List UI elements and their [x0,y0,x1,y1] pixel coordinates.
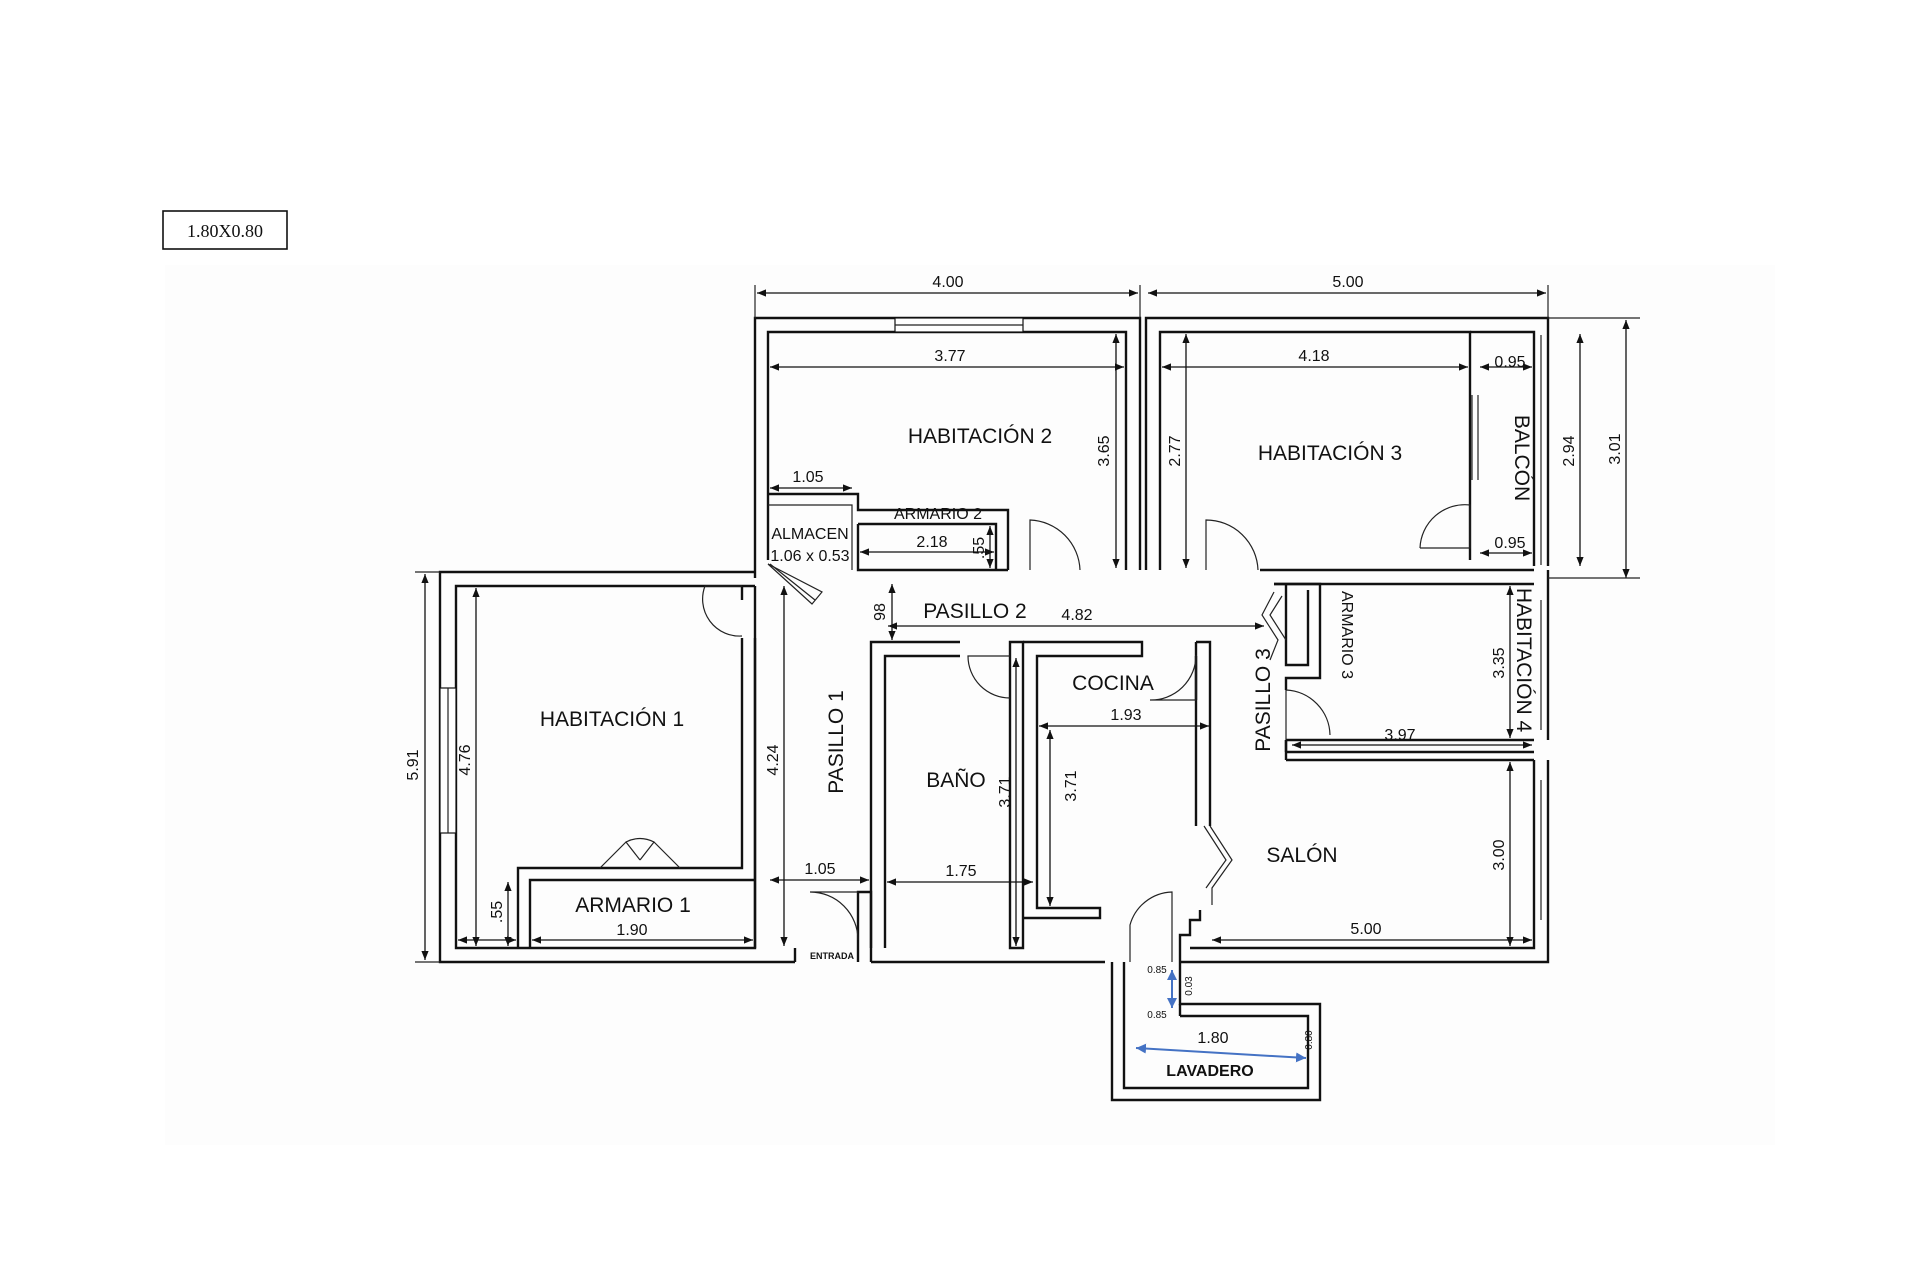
dim-lavadero-width: 1.80 [1197,1030,1228,1047]
room-salon: SALÓN [1266,844,1337,867]
dim-bano-height: 3.71 [997,776,1014,807]
dim-salon-height: 3.00 [1491,839,1508,870]
dim-pasillo1-width: 1.05 [804,861,835,878]
room-pasillo-1: PASILLO 1 [825,690,848,794]
dim-lavadero-depth: 0.80 [1304,1030,1315,1050]
room-habitacion-2: HABITACIÓN 2 [908,425,1052,448]
scale-box: 1.80X0.80 [162,210,288,250]
dimension-lines [415,285,1640,1063]
dim-pasillo2-depth: 98 [872,603,889,621]
dim-bano-width: 1.75 [945,863,976,880]
room-habitacion-3: HABITACIÓN 3 [1258,442,1402,465]
walls [438,316,1550,1102]
dim-h4-height: 3.35 [1491,647,1508,678]
dim-balcon-top: 0.95 [1494,354,1525,371]
dim-h1-height: 4.76 [457,744,474,775]
dim-h2-width: 3.77 [934,348,965,365]
dim-armario1-width: 1.90 [616,922,647,939]
dim-armario1-depth: .55 [489,901,506,923]
room-almacen: ALMACEN [771,526,848,543]
dim-armario2-width: 2.18 [916,534,947,551]
dim-pasillo1-height: 4.24 [765,744,782,775]
dim-armario2-depth: .55 [971,537,988,559]
dim-right-total: 3.01 [1607,433,1624,464]
dim-h2-height: 3.65 [1096,435,1113,466]
dim-balcon-height: 2.94 [1561,435,1578,466]
dim-h3-width: 4.18 [1298,348,1329,365]
room-pasillo-3: PASILLO 3 [1252,648,1275,752]
dim-pasillo2-width: 4.82 [1061,607,1092,624]
room-balcon: BALCÓN [1510,415,1533,501]
room-cocina: COCINA [1072,672,1154,695]
room-armario-2: ARMARIO 2 [894,506,982,523]
dim-lav-b: 0.85 [1147,1010,1167,1021]
room-bano: BAÑO [926,768,986,792]
dim-lav-a: 0.85 [1147,965,1167,976]
dim-top-left: 4.00 [932,274,963,291]
labels: HABITACIÓN 2 HABITACIÓN 3 HABITACIÓN 1 B… [405,274,1624,1080]
dim-left-total: 5.91 [405,749,422,780]
dim-cocina-width: 1.93 [1110,707,1141,724]
doors [702,504,1471,962]
dim-balcon-bottom: 0.95 [1494,535,1525,552]
room-pasillo-2: PASILLO 2 [923,600,1027,623]
label-entrada: ENTRADA [810,951,854,961]
room-habitacion-1: HABITACIÓN 1 [540,708,684,731]
dim-h3-height: 2.77 [1167,435,1184,466]
room-lavadero: LAVADERO [1166,1063,1253,1080]
room-armario-3: ARMARIO 3 [1338,591,1355,679]
scale-box-label: 1.80X0.80 [187,221,263,241]
almacen-size: 1.06 x 0.53 [770,548,849,565]
room-habitacion-4: HABITACIÓN 4 [1512,588,1535,733]
dim-h4-width: 3.97 [1384,727,1415,744]
dim-top-right: 5.00 [1332,274,1363,291]
room-armario-1: ARMARIO 1 [575,894,691,917]
dim-armario2-left: 1.05 [792,469,823,486]
dim-lav-c: 0.03 [1184,976,1195,996]
dim-salon-width: 5.00 [1350,921,1381,938]
dim-cocina-height: 3.71 [1063,770,1080,801]
